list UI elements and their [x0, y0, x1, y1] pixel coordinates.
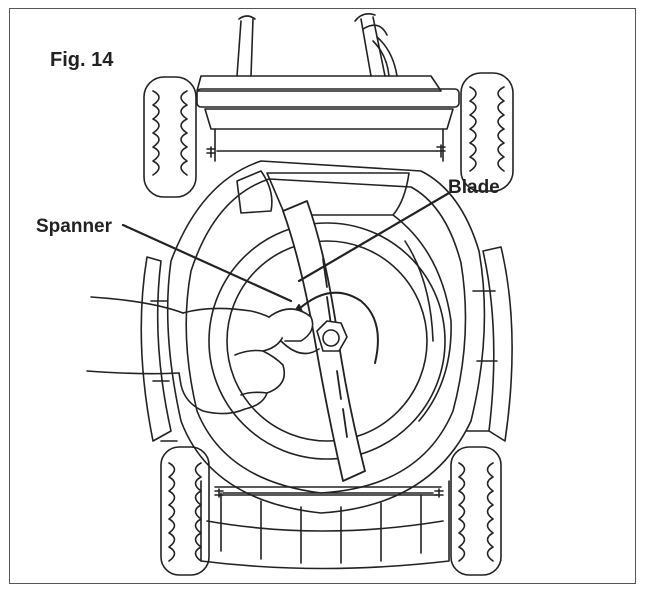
blade-housing: [208, 170, 452, 460]
wheel-rear-right: [450, 446, 502, 576]
spanner-label: Spanner: [36, 216, 113, 237]
blade-bolt: [316, 320, 348, 352]
handle-bars: [236, 13, 398, 77]
figure-frame: Fig. 14 Blade Spanner: [9, 8, 636, 584]
wheel-front-right: [460, 72, 514, 192]
blade-leader-line: [297, 191, 451, 283]
wheel-front-left: [143, 76, 197, 198]
blade-label: Blade: [448, 177, 500, 198]
hand-with-spanner: [86, 296, 320, 415]
wheel-rear-left: [160, 446, 210, 576]
spanner-leader-line: [121, 223, 293, 303]
axle-springs: [206, 144, 446, 498]
lawnmower-underside-illustration: [86, 13, 514, 576]
mower-deck: [140, 75, 513, 514]
leader-lines: [121, 191, 451, 303]
rear-skirt: [200, 480, 450, 570]
figure-label: Fig. 14: [50, 49, 114, 71]
